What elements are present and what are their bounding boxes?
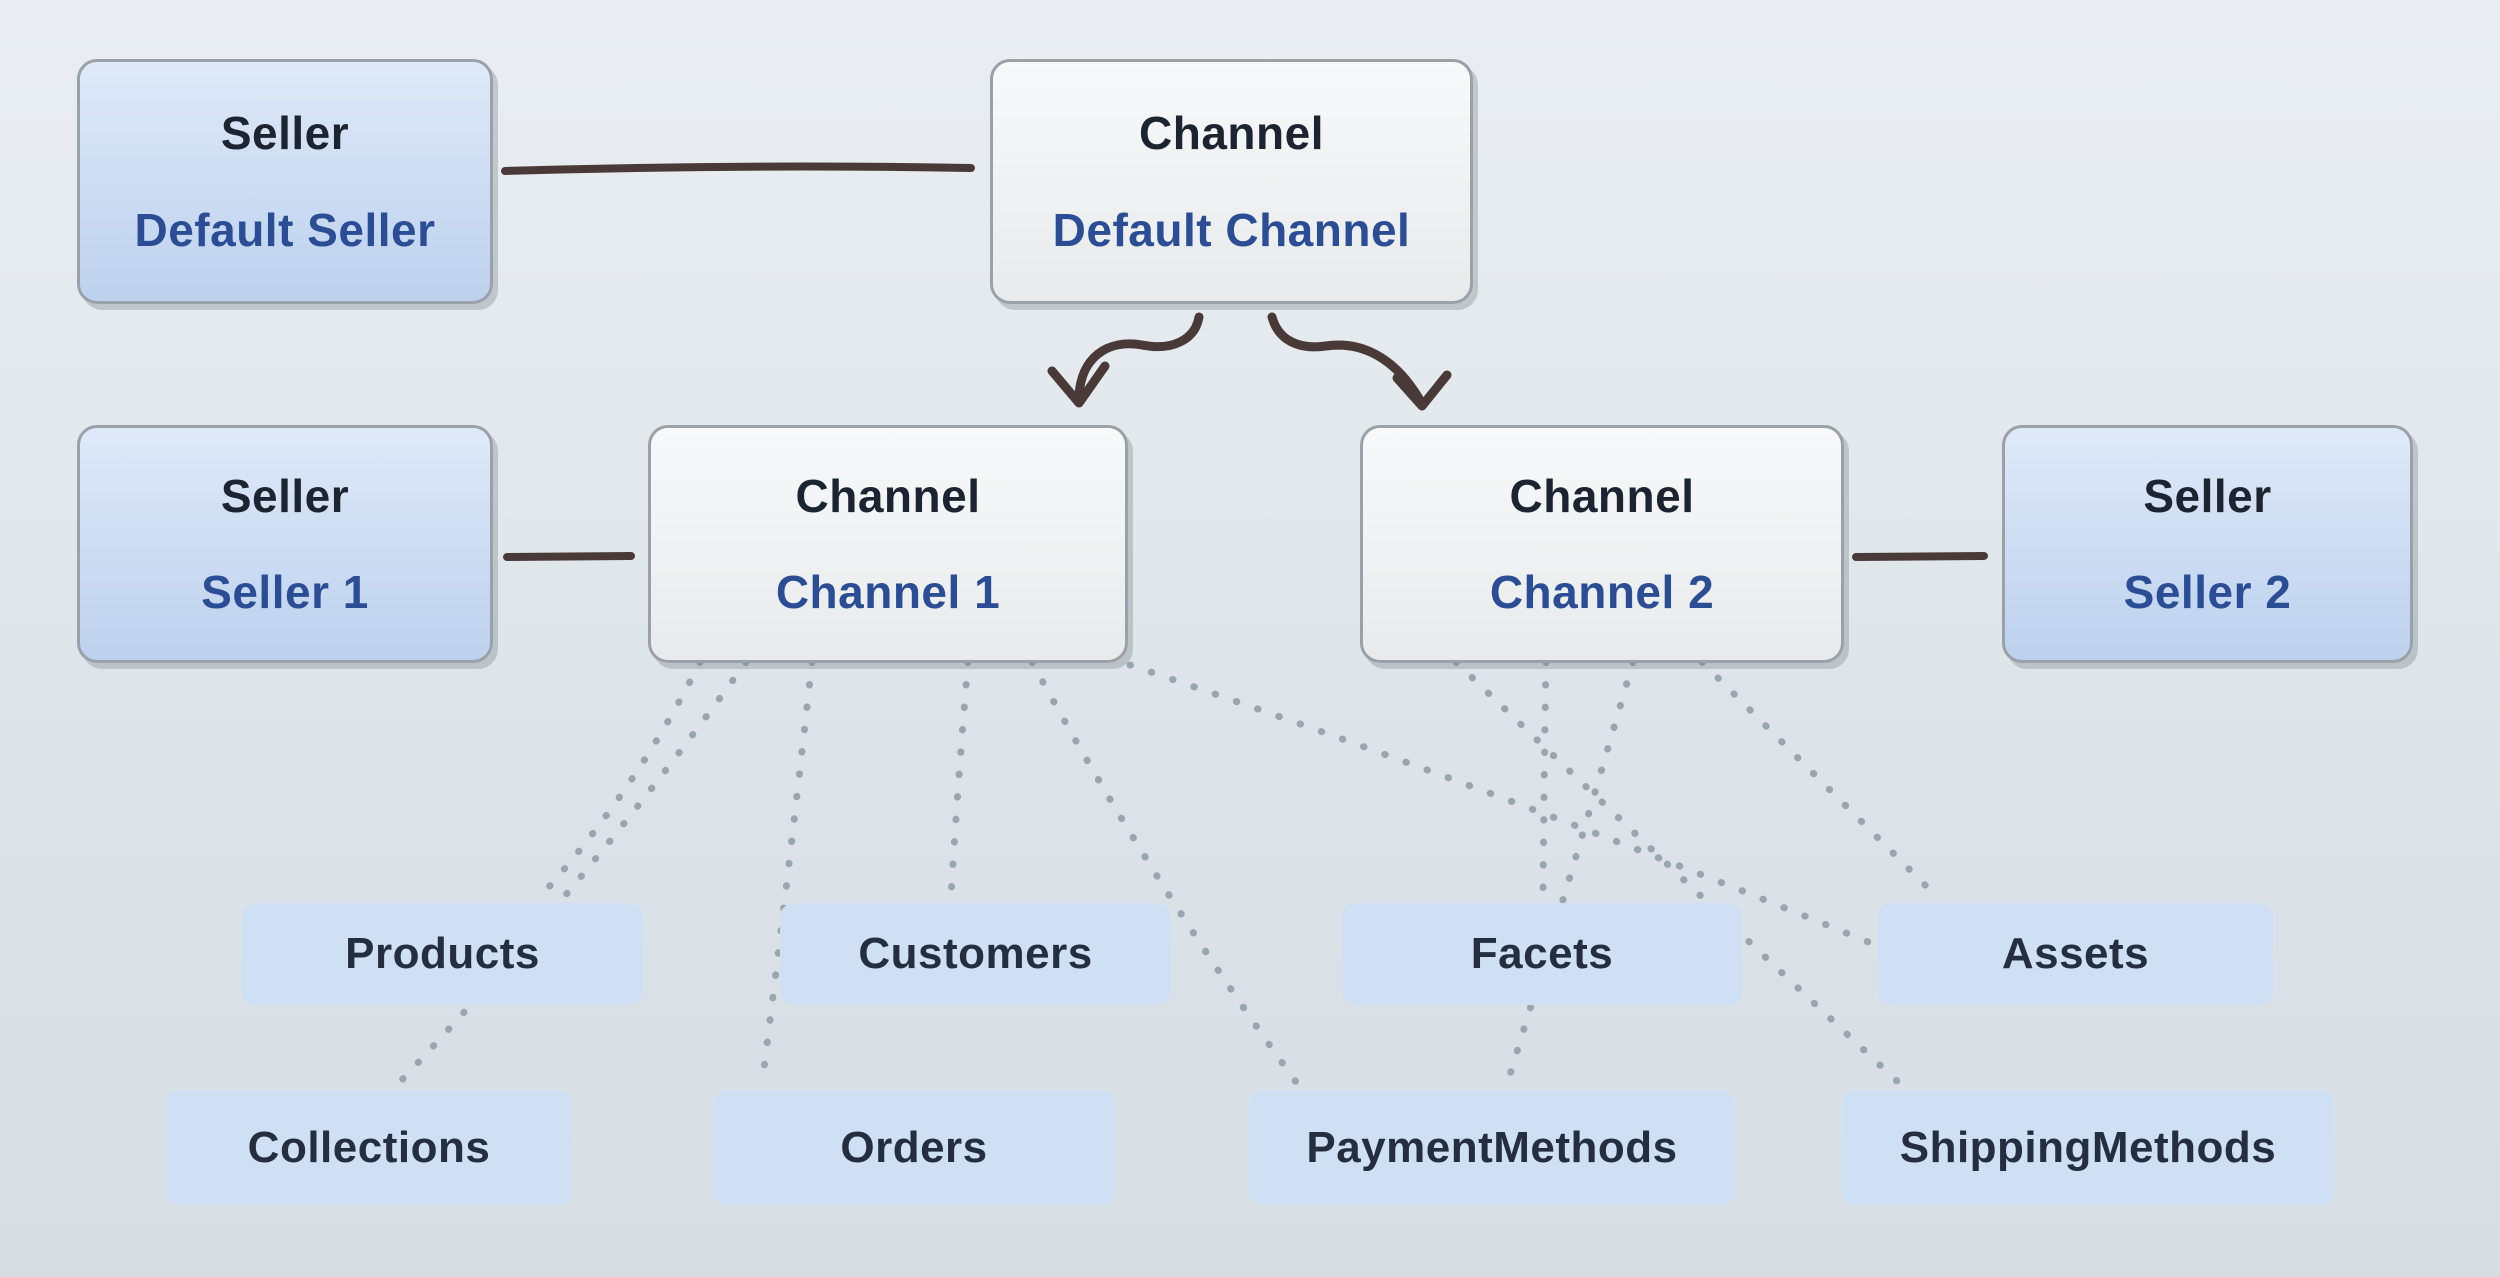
node-name-label: Channel 2 [1489,565,1715,618]
arrow-default-channel-to-channel1 [1047,312,1204,408]
node-seller-1: Seller Seller 1 [77,425,493,663]
arrow-curve-right [1267,312,1425,405]
node-name-label: Channel 1 [775,565,1001,618]
node-type-label: Channel [795,470,981,523]
node-name-label: Seller 1 [201,565,369,618]
node-type-label: Seller [220,106,350,159]
dotted-line-channel1-collections [394,658,750,1088]
node-type-label: Seller [220,470,350,523]
node-name-label: Seller 2 [2123,565,2292,618]
dotted-line-channel1-customers [947,658,972,900]
dotted-association-lines [394,658,1940,1088]
node-name-label: Default Seller [134,204,436,257]
dotted-line-channel2-assets [1698,658,1940,900]
solid-connector-lines [501,162,1988,561]
connector-channel2-seller2 [1852,552,1988,561]
node-default-seller: Seller Default Seller [77,59,493,304]
connector-seller1-channel1 [503,552,635,561]
node-seller-2: Seller Seller 2 [2002,425,2413,663]
arrow-default-channel-to-channel2 [1267,312,1452,411]
dotted-line-channel2-paymentmethods [1503,658,1637,1088]
entity-assets: Assets [1878,903,2273,1005]
arrow-curve-left [1074,312,1204,403]
node-name-label: Default Channel [1052,204,1411,257]
node-type-label: Channel [1139,106,1324,159]
node-default-channel: Channel Default Channel [990,59,1473,304]
entity-paymentmethods: PaymentMethods [1249,1090,1735,1205]
dotted-line-channel1-paymentmethods [1028,658,1300,1086]
entity-customers: Customers [780,903,1171,1005]
dotted-line-channel2-facets [1539,658,1550,900]
node-type-label: Seller [2143,470,2272,523]
entity-collections: Collections [166,1090,572,1205]
dotted-line-channel1-assets [1126,661,1882,950]
node-channel-1: Channel Channel 1 [648,425,1128,663]
dotted-line-channel1-products [536,658,704,901]
connector-default-seller-default-channel [501,162,975,175]
entity-shippingmethods: ShippingMethods [1842,1090,2334,1205]
entity-facets: Facets [1342,903,1742,1005]
arrow-head-right-icon [1392,370,1452,411]
dotted-line-channel1-orders [758,658,816,1088]
entity-products: Products [242,903,643,1005]
dotted-line-channel2-shippingmethods [1452,658,1902,1086]
arrow-head-left-icon [1047,361,1110,408]
node-channel-2: Channel Channel 2 [1360,425,1844,663]
node-type-label: Channel [1509,470,1695,523]
entity-orders: Orders [713,1090,1115,1205]
